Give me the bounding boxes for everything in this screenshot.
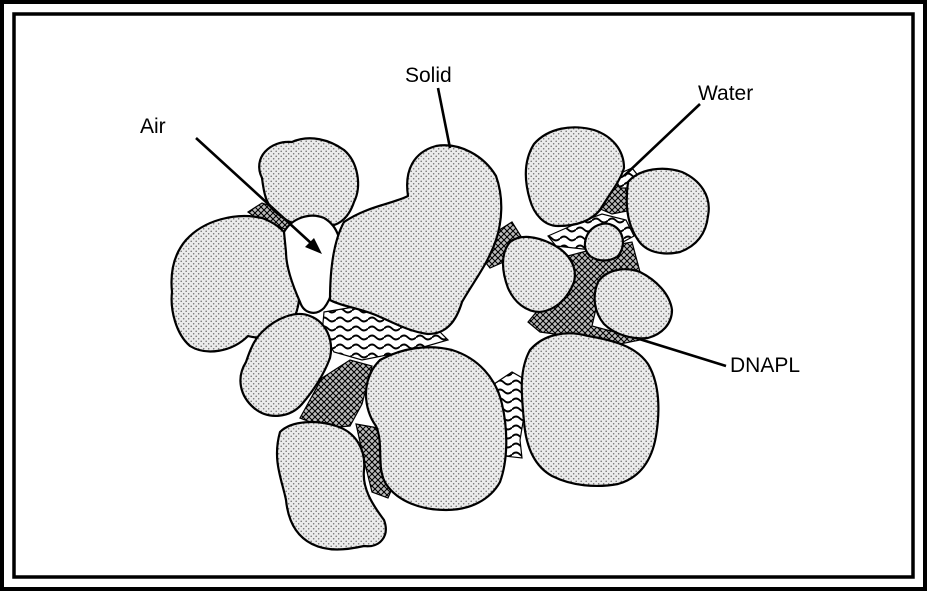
label-water: Water	[698, 82, 753, 105]
label-solid: Solid	[405, 64, 452, 87]
label-dnapl: DNAPL	[730, 354, 800, 377]
solid-grain-small-right	[585, 224, 623, 261]
solid-grain-far-right-top	[627, 169, 709, 254]
solid-grain-center-bottom	[366, 347, 506, 510]
solid-grain-bottom-right	[522, 333, 659, 486]
label-air: Air	[140, 115, 166, 138]
